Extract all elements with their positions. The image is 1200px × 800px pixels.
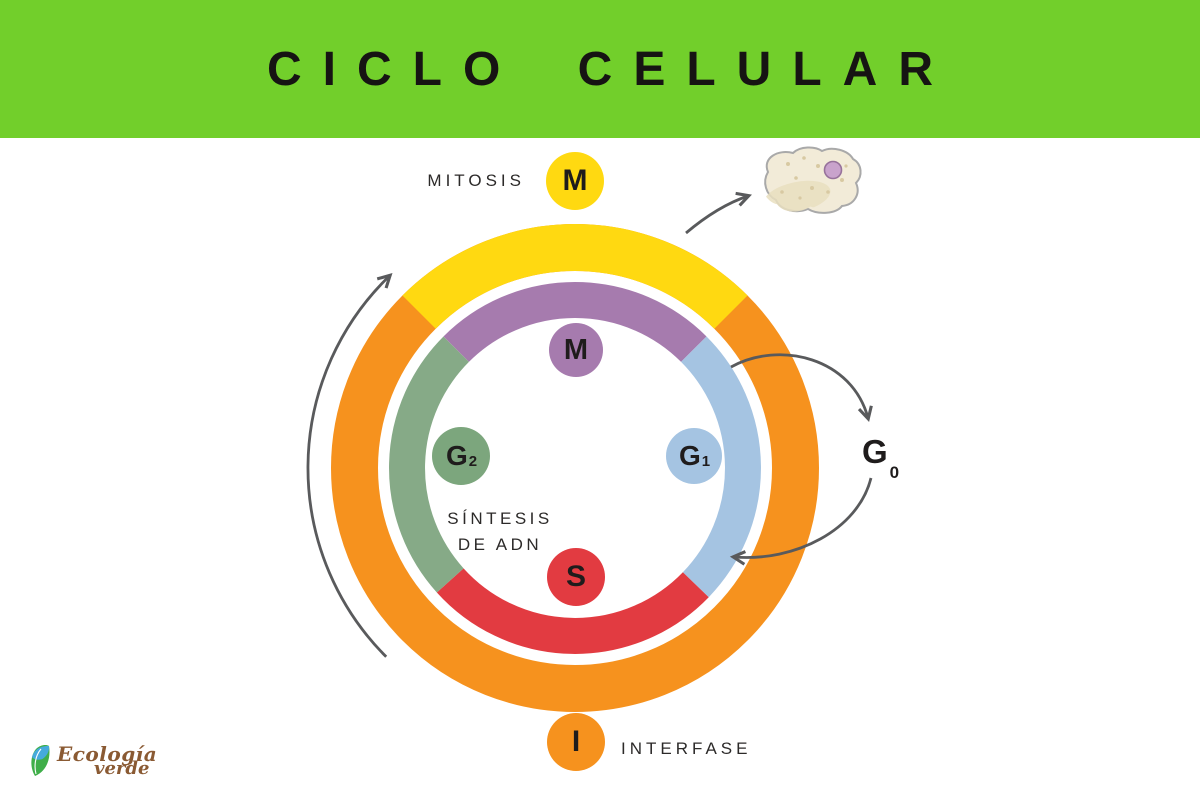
label-interfase: INTERFASE xyxy=(621,739,752,758)
label-mitosis: MITOSIS xyxy=(427,171,525,190)
label-g0: G0 xyxy=(862,433,900,482)
cycle-direction-arrow-icon xyxy=(306,272,393,658)
leaf-icon xyxy=(31,745,50,776)
phase-arc-m xyxy=(443,282,707,363)
label-sintesis-line1: SÍNTESIS xyxy=(447,509,553,528)
cell-speckles xyxy=(780,156,848,200)
badge-phase-g1-letter: G xyxy=(678,440,701,471)
cell-icon xyxy=(763,146,862,214)
badge-phase-m: M xyxy=(549,323,603,377)
mitosis-exit-arrow-icon xyxy=(685,191,752,235)
badge-phase-s-letter: S xyxy=(565,560,586,593)
logo-text-line2: verde xyxy=(94,758,150,779)
cell-nucleus xyxy=(823,160,843,180)
g0-exit-arrow-icon xyxy=(730,353,873,423)
phase-arc-g1 xyxy=(680,336,761,598)
page-title: CICLO CELULAR xyxy=(267,42,954,96)
header-band: CICLO CELULAR xyxy=(0,0,1200,138)
label-g0-letter: G xyxy=(862,433,888,470)
badge-phase-s: S xyxy=(547,548,605,606)
badge-interfase-i-letter: I xyxy=(571,725,581,758)
phase-arc-g2 xyxy=(389,336,470,593)
badge-mitosis-m: M xyxy=(546,152,604,210)
badge-interfase-i: I xyxy=(547,713,605,771)
logo-text-line1: Ecología xyxy=(57,742,158,766)
outer-ring-mitosis-segment xyxy=(402,224,748,329)
badge-mitosis-m-letter: M xyxy=(562,164,588,197)
badge-phase-g2-letter: G xyxy=(445,440,468,471)
g0-return-arrow-icon xyxy=(729,477,873,566)
label-sintesis-de-adn: SÍNTESIS DE ADN xyxy=(420,506,580,558)
phase-arc-s xyxy=(436,568,709,654)
label-sintesis-line2: DE ADN xyxy=(457,535,543,554)
ecologia-verde-logo: Ecología verde xyxy=(28,742,178,792)
badge-phase-m-letter: M xyxy=(563,333,589,366)
